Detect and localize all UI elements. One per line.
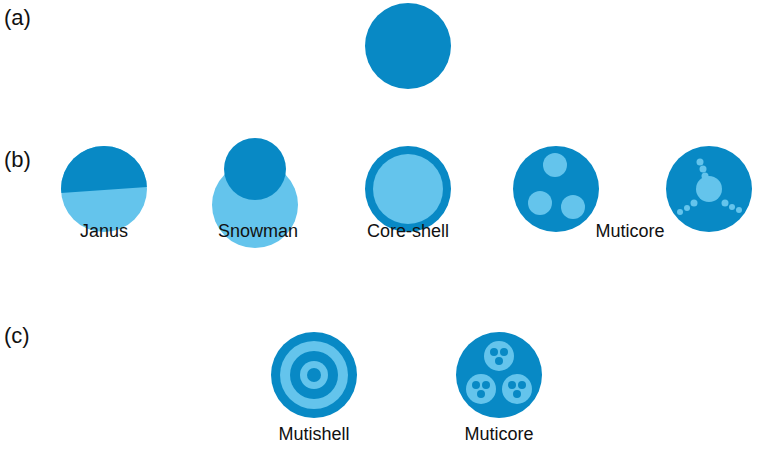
snowman-particle bbox=[212, 138, 298, 248]
particle-caption: Core-shell bbox=[367, 222, 449, 242]
particle-caption: Janus bbox=[80, 222, 128, 242]
panel-label: (c) bbox=[4, 324, 30, 348]
panel-label: (b) bbox=[4, 148, 31, 172]
core-shell-particle bbox=[365, 146, 451, 232]
multicore-particle bbox=[513, 146, 599, 232]
particle-caption: Snowman bbox=[218, 222, 298, 242]
particle-caption: Mutishell bbox=[278, 425, 349, 445]
panel-label: (a) bbox=[4, 6, 31, 30]
multishell-particle bbox=[271, 332, 357, 418]
multicore-chain-particle bbox=[666, 146, 752, 232]
particle-caption: Muticore bbox=[595, 222, 664, 242]
plain-particle bbox=[365, 3, 451, 89]
nested-multicore-particle bbox=[456, 332, 542, 418]
particle-caption: Muticore bbox=[464, 425, 533, 445]
